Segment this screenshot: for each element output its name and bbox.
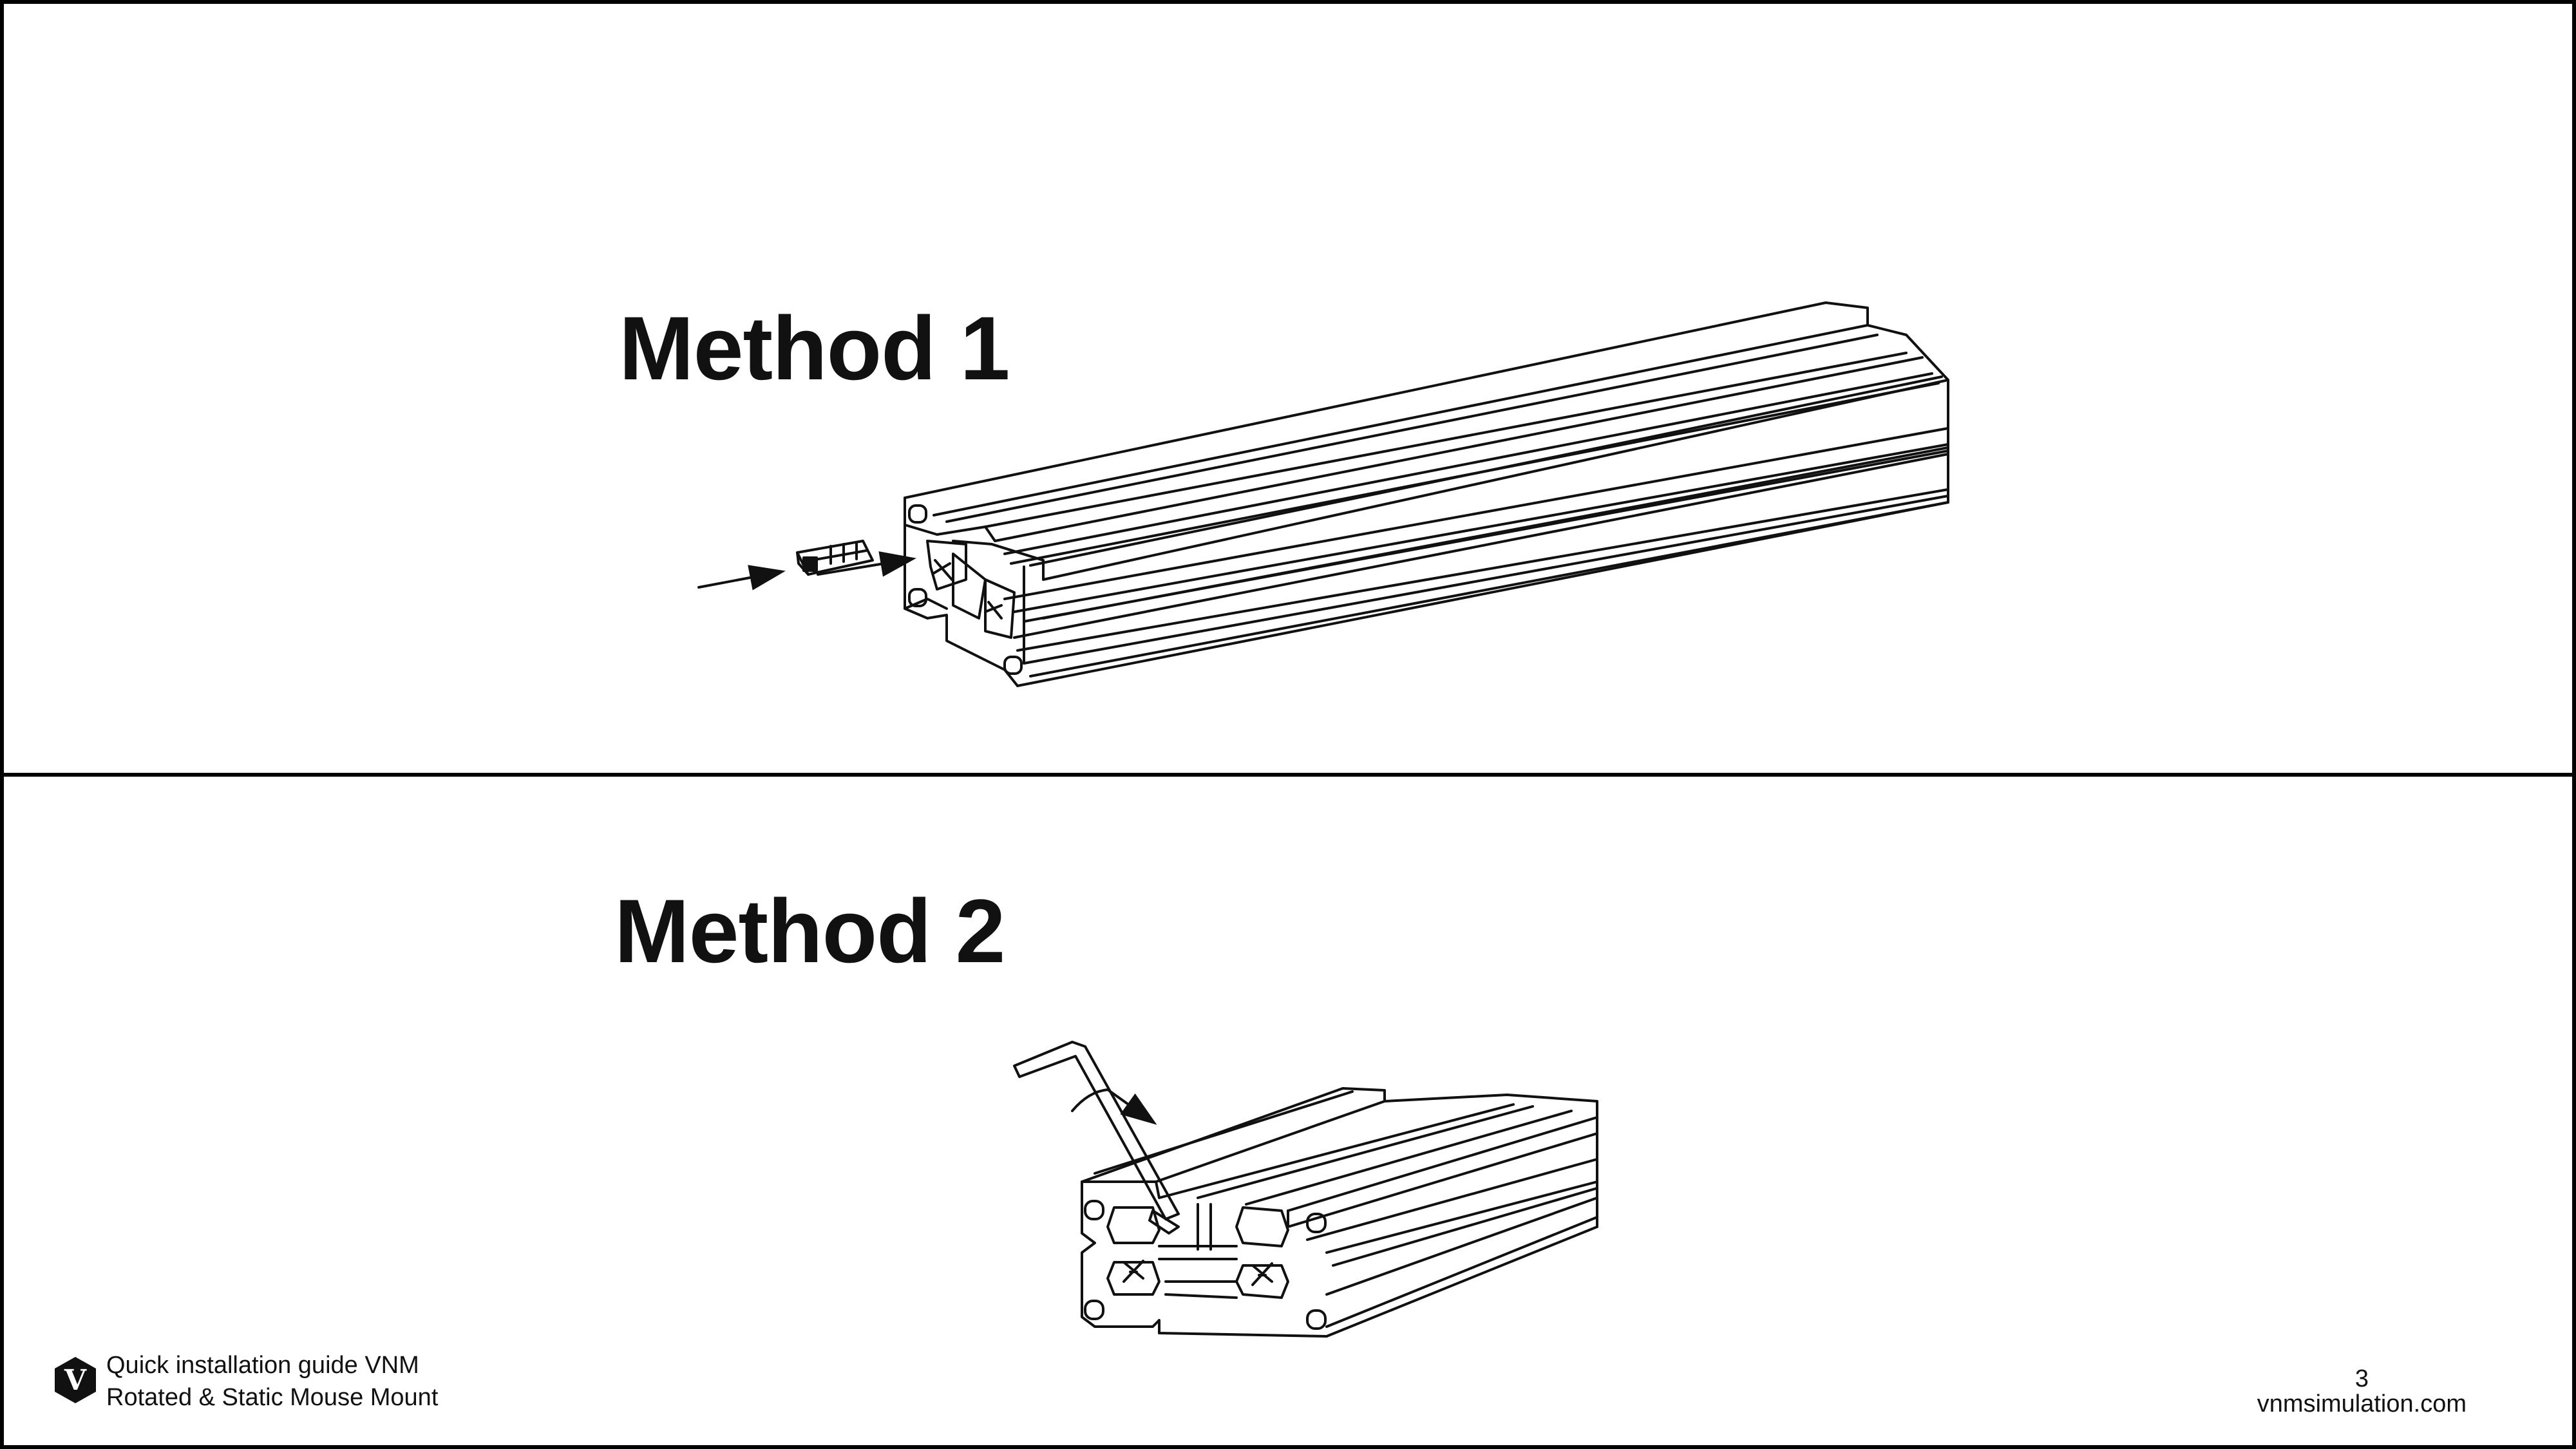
method-2-profile-drawing bbox=[1081, 1087, 1598, 1338]
insert-arrow-1 bbox=[697, 565, 786, 591]
guide-caption: Quick installation guide VNM Rotated & S… bbox=[106, 1349, 438, 1414]
page-footer-right: 3 vnmsimulation.com bbox=[2257, 1367, 2467, 1417]
method-2-title: Method 2 bbox=[614, 880, 1005, 981]
t-nut-part bbox=[796, 540, 874, 576]
website-link[interactable]: vnmsimulation.com bbox=[2257, 1390, 2467, 1417]
insert-arrow-2 bbox=[817, 551, 916, 577]
guide-title-line: Quick installation guide VNM bbox=[106, 1352, 419, 1379]
method-1-profile-drawing bbox=[904, 301, 1949, 687]
guide-product-line: Rotated & Static Mouse Mount bbox=[106, 1384, 439, 1411]
page-number: 3 bbox=[2354, 1365, 2369, 1392]
svg-text:V: V bbox=[64, 1364, 87, 1397]
hex-key-tool bbox=[1013, 1041, 1180, 1235]
vnm-logo-icon: V bbox=[55, 1357, 96, 1403]
method-1-title: Method 1 bbox=[619, 298, 1010, 399]
method-1-panel: Method 1 bbox=[0, 0, 2576, 781]
